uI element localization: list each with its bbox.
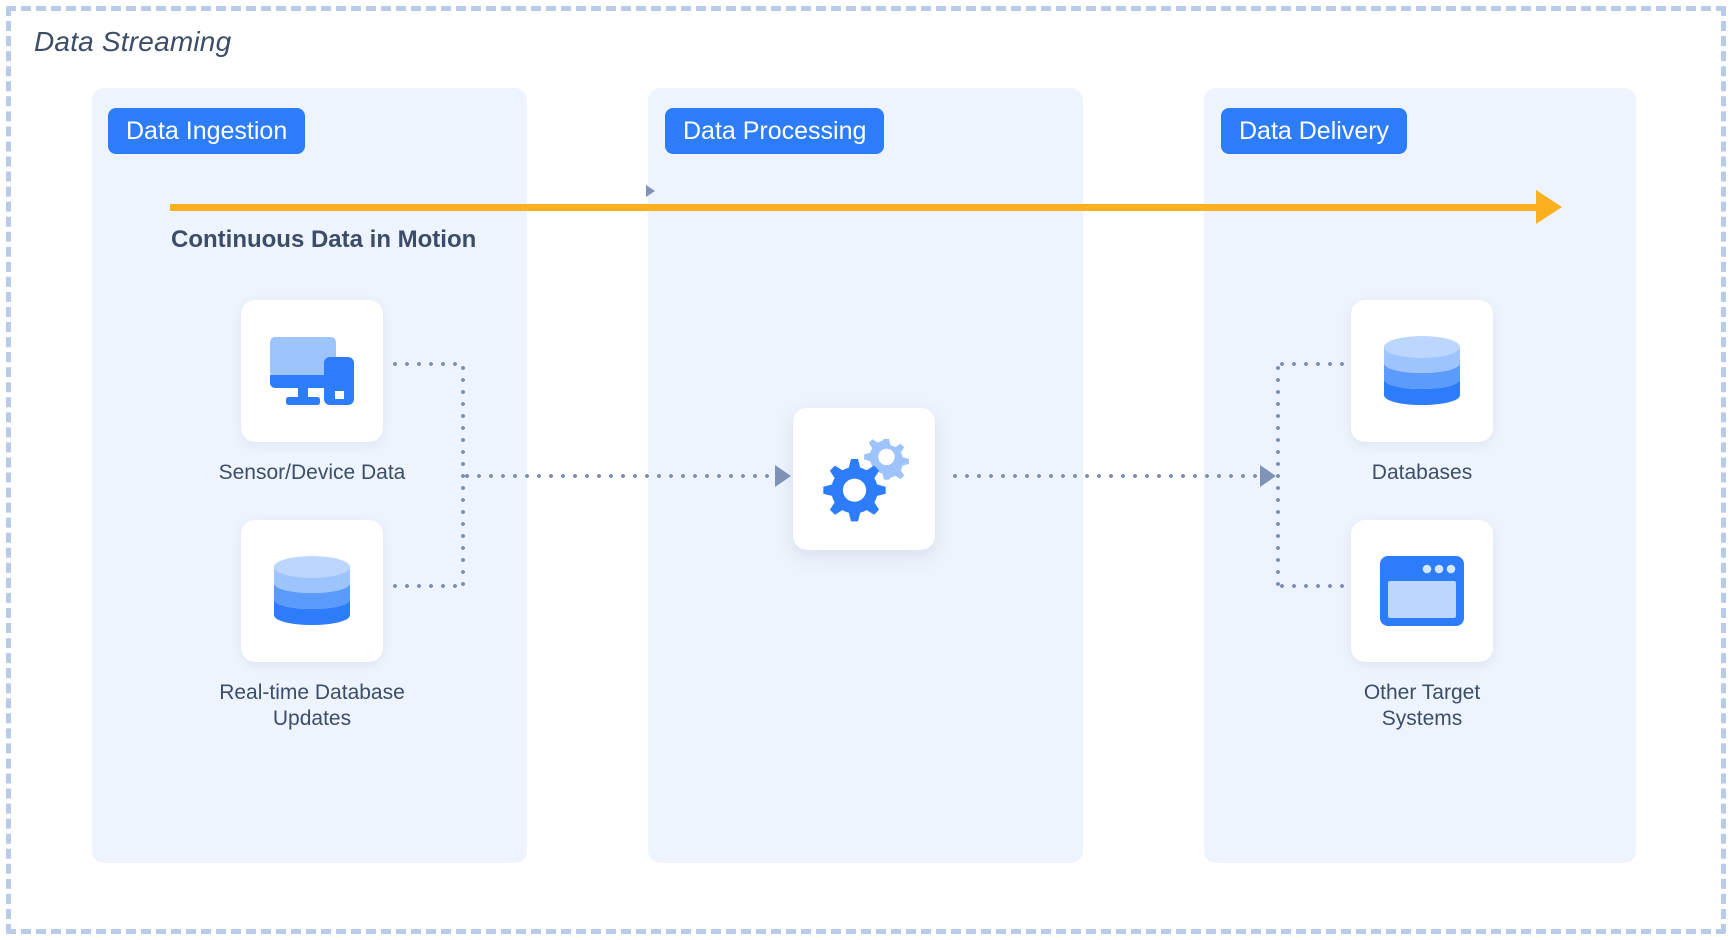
node-card-databases[interactable] <box>1351 300 1493 442</box>
processing-column-caret-icon <box>646 185 655 197</box>
node-label-realtime-database: Real-time Database Updates <box>219 681 405 730</box>
stage-column-ingestion <box>92 88 527 863</box>
connector-sensor-to-bus <box>389 362 464 366</box>
continuous-flow-arrow-head-icon <box>1536 190 1562 224</box>
browser-window-icon <box>1377 552 1467 630</box>
connector-arrowhead-delivery-icon <box>1260 465 1276 487</box>
connector-delivery-bus <box>1276 362 1280 588</box>
connector-bus-to-databases <box>1276 362 1354 366</box>
connector-arrowhead-gear-icon <box>775 465 791 487</box>
connector-bus-to-gear <box>461 474 777 478</box>
database-icon <box>270 548 354 634</box>
continuous-flow-arrow-line <box>170 204 1545 211</box>
gears-icon <box>816 433 912 525</box>
node-card-other-target-systems[interactable] <box>1351 520 1493 662</box>
continuous-flow-label: Continuous Data in Motion <box>171 226 477 253</box>
connector-gear-to-delivery <box>949 474 1265 478</box>
node-label-sensor-device: Sensor/Device Data <box>218 461 406 484</box>
connector-bus-to-other <box>1276 584 1354 588</box>
node-card-realtime-database[interactable] <box>241 520 383 662</box>
node-card-sensor-device[interactable] <box>241 300 383 442</box>
monitor-phone-icon <box>266 333 358 409</box>
connector-rtdb-to-bus <box>389 584 464 588</box>
stage-badge-delivery[interactable]: Data Delivery <box>1221 108 1408 154</box>
node-label-other-target-systems: Other Target Systems <box>1363 681 1481 730</box>
node-card-processing-gears[interactable] <box>793 408 935 550</box>
node-label-databases: Databases <box>1371 461 1473 484</box>
database-icon <box>1380 328 1464 414</box>
page-title: Data Streaming <box>34 26 232 57</box>
stage-badge-ingestion[interactable]: Data Ingestion <box>108 108 306 154</box>
stage-badge-processing[interactable]: Data Processing <box>665 108 885 154</box>
